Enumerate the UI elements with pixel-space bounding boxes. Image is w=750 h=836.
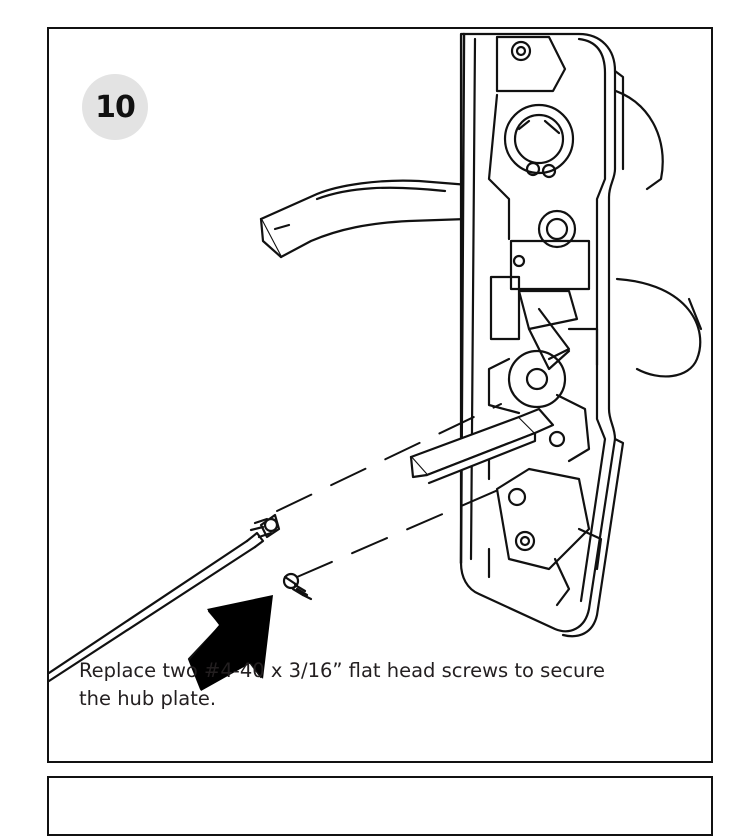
screw-on-screwdriver bbox=[249, 513, 281, 539]
step-number: 10 bbox=[95, 89, 136, 125]
direction-arrow bbox=[187, 595, 273, 691]
caption-line-2: the hub plate. bbox=[79, 687, 217, 710]
alignment-lines bbox=[276, 403, 506, 578]
screwdriver bbox=[49, 531, 265, 683]
lock-assembly-illustration bbox=[49, 32, 703, 691]
spindle bbox=[409, 407, 555, 485]
next-panel-edge bbox=[47, 776, 713, 836]
loose-screw bbox=[282, 572, 313, 601]
instruction-caption: Replace two #4-40 x 3/16” flat head scre… bbox=[79, 657, 679, 713]
internal-mechanism bbox=[487, 35, 603, 607]
lock-housing bbox=[459, 32, 625, 638]
instruction-panel: 10 bbox=[47, 27, 713, 763]
lever-handle bbox=[259, 179, 471, 259]
step-number-badge: 10 bbox=[82, 74, 148, 140]
caption-line-1: Replace two #4-40 x 3/16” flat head scre… bbox=[79, 659, 606, 682]
